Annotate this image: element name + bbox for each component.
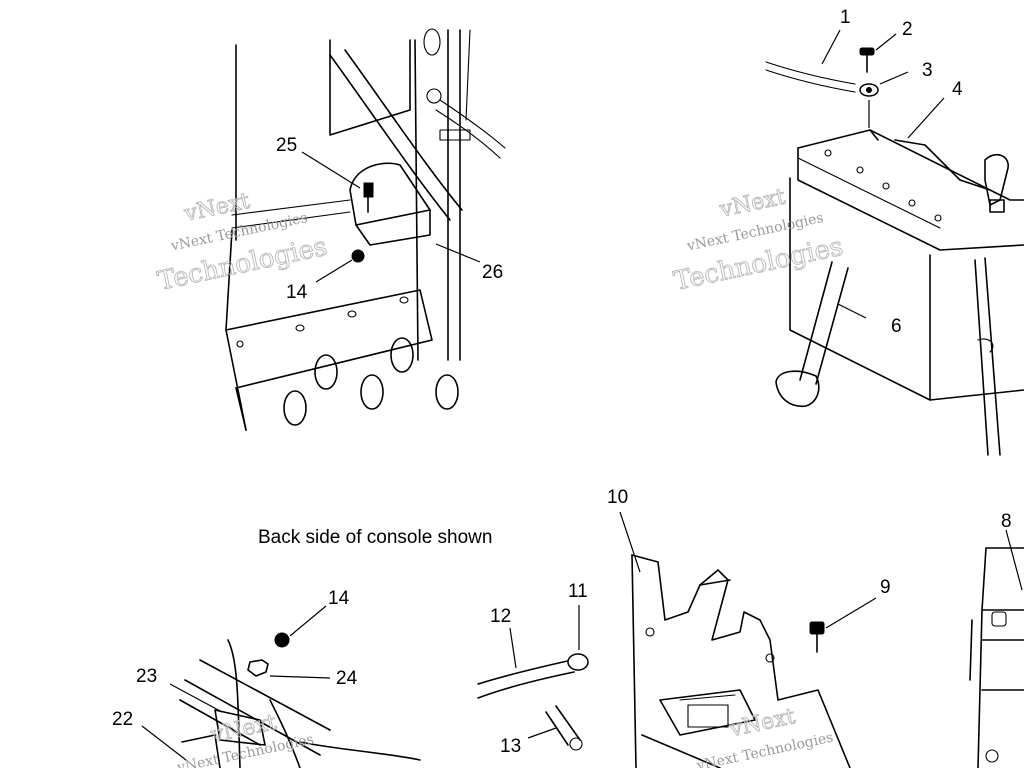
console-caption: Back side of console shown bbox=[258, 527, 492, 548]
watermark-text: vNext bbox=[181, 189, 252, 227]
battery-assembly bbox=[765, 29, 1024, 456]
console-side-assembly bbox=[225, 28, 506, 431]
watermark-text: vNext bbox=[727, 704, 798, 742]
callout-11: 11 bbox=[568, 581, 588, 602]
callout-12: 12 bbox=[490, 606, 511, 627]
watermark-bottom-left: vNext vNext Technologies bbox=[175, 710, 315, 768]
callout-4: 4 bbox=[952, 79, 963, 100]
callout-labels: 1 2 3 4 6 25 26 14 10 9 8 11 12 13 14 23… bbox=[112, 7, 1012, 757]
harness-assembly bbox=[141, 605, 421, 768]
callout-22: 22 bbox=[112, 709, 133, 730]
callout-1: 1 bbox=[840, 7, 851, 28]
battery-bracket-assembly bbox=[477, 511, 877, 768]
callout-23: 23 bbox=[136, 666, 157, 687]
watermark-text: vNext bbox=[717, 185, 788, 223]
callout-8: 8 bbox=[1001, 511, 1012, 532]
part-8-assembly bbox=[969, 529, 1024, 768]
watermark-left: vNext vNext Technologies Technologies bbox=[155, 188, 330, 297]
callout-24: 24 bbox=[336, 668, 358, 689]
callout-9: 9 bbox=[880, 577, 891, 598]
watermark-bottom-right: vNext vNext Technologies bbox=[694, 704, 834, 768]
callout-10: 10 bbox=[607, 487, 628, 508]
callout-2: 2 bbox=[902, 19, 913, 40]
watermark-right: vNext vNext Technologies Technologies bbox=[671, 184, 846, 297]
callout-25: 25 bbox=[276, 135, 297, 156]
callout-26: 26 bbox=[482, 262, 503, 283]
callout-14-bottom: 14 bbox=[328, 588, 350, 609]
callout-13: 13 bbox=[500, 736, 521, 757]
callout-3: 3 bbox=[922, 60, 933, 81]
callout-14-top: 14 bbox=[286, 282, 308, 303]
callout-6: 6 bbox=[891, 316, 902, 337]
